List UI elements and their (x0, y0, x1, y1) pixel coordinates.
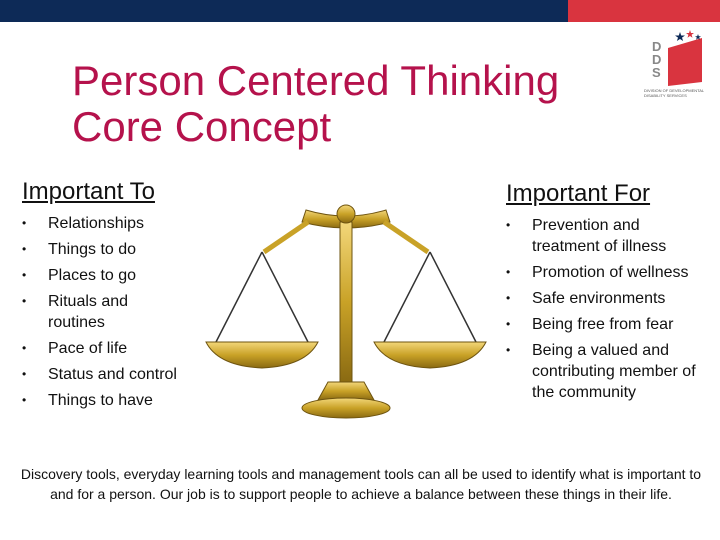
important-to-list: Relationships Things to do Places to go … (22, 213, 182, 416)
top-bar-navy (0, 0, 568, 22)
important-for-list: Prevention and treatment of illness Prom… (506, 215, 706, 408)
list-item: Being free from fear (506, 314, 706, 335)
list-item: Things to have (22, 390, 182, 411)
list-item: Being a valued and contributing member o… (506, 340, 706, 403)
dds-logo: D D S DIVISION OF DEVELOPMENTAL DISABILI… (640, 30, 704, 106)
important-to-heading: Important To (22, 178, 155, 205)
logo-letter-3: S (652, 65, 661, 80)
logo-graphic (668, 30, 702, 86)
important-for-heading: Important For (506, 180, 651, 207)
list-item: Things to do (22, 239, 182, 260)
list-item: Relationships (22, 213, 182, 234)
logo-letter-2: D (652, 52, 662, 67)
title-line-1: Person Centered Thinking (72, 57, 560, 104)
top-bar-red (568, 0, 720, 22)
slide-title: Person Centered Thinking Core Concept (72, 58, 559, 150)
balance-scale-icon (205, 204, 487, 419)
logo-small-text: DIVISION OF DEVELOPMENTAL DISABILITY SER… (644, 88, 705, 98)
list-item: Status and control (22, 364, 182, 385)
list-item: Prevention and treatment of illness (506, 215, 706, 257)
list-item: Rituals and routines (22, 291, 182, 333)
logo-letters: D D S (652, 40, 661, 79)
footer-text: Discovery tools, everyday learning tools… (20, 466, 702, 502)
title-line-2: Core Concept (72, 103, 332, 150)
list-item: Promotion of wellness (506, 262, 706, 283)
list-item: Safe environments (506, 288, 706, 309)
list-item: Pace of life (22, 338, 182, 359)
list-item: Places to go (22, 265, 182, 286)
logo-letter-1: D (652, 39, 662, 54)
